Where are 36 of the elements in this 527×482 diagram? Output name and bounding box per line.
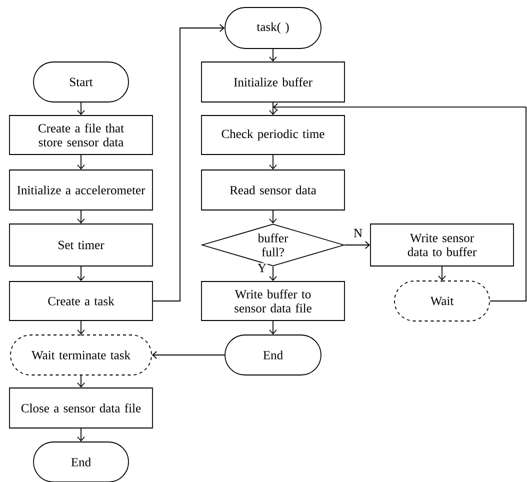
arrow xyxy=(152,351,225,359)
process-box: Create a task xyxy=(9,281,153,321)
process-box: Write buffer to sensor data file xyxy=(201,281,345,321)
arrow xyxy=(77,320,85,335)
process-box: Initialize a accelerometer xyxy=(9,170,153,210)
terminal-box: End xyxy=(224,334,322,376)
process-box: Check periodic time xyxy=(201,115,345,155)
edge-label: Y xyxy=(256,262,268,274)
arrow xyxy=(269,320,277,335)
process-box: Close a sensor data file xyxy=(9,388,153,428)
arrow xyxy=(77,154,85,170)
terminal-box: task( ) xyxy=(224,7,322,49)
edge-label: N xyxy=(352,228,364,238)
arrow xyxy=(273,103,526,302)
wait-box: Wait terminate task xyxy=(10,334,152,376)
arrow xyxy=(77,266,85,282)
arrow xyxy=(269,154,277,170)
terminal-box: Start xyxy=(33,62,129,102)
arrow xyxy=(269,210,277,224)
arrow xyxy=(77,375,85,388)
process-box: Create a file that store sensor data xyxy=(9,115,153,155)
process-box: Initialize buffer xyxy=(201,62,345,102)
arrow xyxy=(269,48,277,62)
arrow xyxy=(269,102,277,116)
arrow xyxy=(344,241,370,249)
wait-box: Wait xyxy=(394,280,490,322)
arrow xyxy=(152,24,225,302)
arrow xyxy=(77,102,85,116)
process-box: Write sensor data to buffer xyxy=(370,224,514,266)
terminal-box: End xyxy=(33,442,129,482)
process-box: Read sensor data xyxy=(201,170,345,210)
process-box: Set timer xyxy=(9,224,153,266)
arrow xyxy=(77,210,85,224)
arrow xyxy=(269,266,277,282)
arrow xyxy=(438,266,446,281)
arrow xyxy=(77,428,85,442)
